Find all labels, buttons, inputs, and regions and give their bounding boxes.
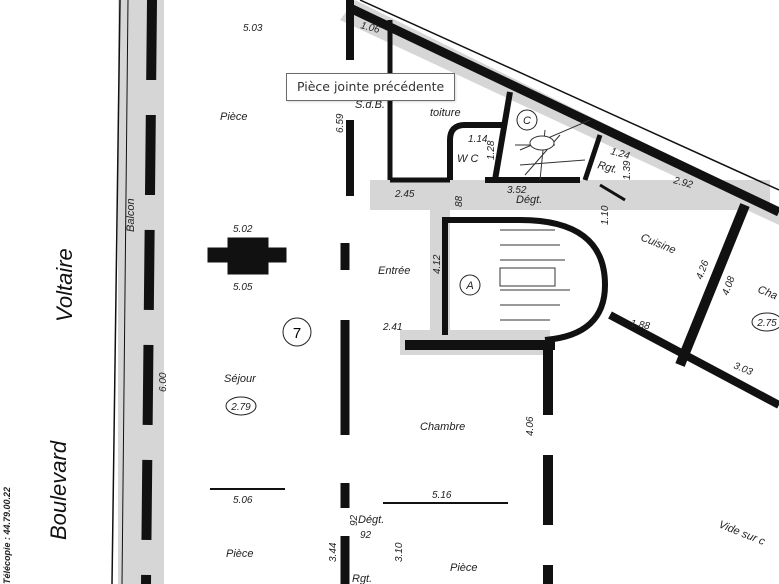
room-cuisine: Cuisine	[639, 232, 678, 257]
room-chambre-right: Cha	[756, 284, 779, 303]
balcon-label: Balcon	[125, 198, 137, 232]
dim: 2.92	[671, 175, 694, 191]
room-piece-bottom-mid: Pièce	[450, 562, 478, 574]
room-sejour: Séjour	[224, 373, 257, 385]
dim: 4.08	[720, 275, 737, 297]
room-rgt-top: Rgt.	[596, 159, 619, 176]
room-chambre: Chambre	[420, 421, 465, 433]
marker-a: A	[465, 280, 473, 292]
room-rgt-bottom: Rgt.	[352, 573, 372, 584]
dim: 4.26	[694, 259, 711, 281]
height-chambre-oval	[751, 312, 779, 332]
room-degt-bottom: Dégt.	[358, 514, 384, 526]
height-sejour-oval	[225, 396, 257, 416]
dim: 5.03	[243, 23, 263, 34]
dim: 1.14	[468, 134, 488, 145]
fax-number: Télécopie : 44.79.00.22	[2, 487, 12, 584]
dim: 1.39	[622, 160, 633, 180]
street-boulevard: Boulevard	[46, 440, 71, 540]
dim: 1.24	[609, 146, 631, 162]
height-sejour: 2.79	[230, 402, 251, 413]
room-wc: W C	[457, 153, 478, 165]
dim: 92	[349, 514, 360, 526]
tooltip-previous-attachment: Pièce jointe précédente	[286, 73, 456, 101]
dim: 5.06	[233, 495, 253, 506]
dim: 4.06	[525, 416, 536, 436]
room-degt-top: Dégt.	[516, 194, 542, 206]
dim: 1.28	[486, 140, 497, 160]
dim: 3.52	[507, 185, 527, 196]
dim: 2.41	[382, 322, 402, 333]
street-voltaire: Voltaire	[52, 248, 77, 322]
dim: 3.44	[328, 542, 339, 562]
marker-c: C	[523, 115, 531, 127]
room-vide: Vide sur c	[717, 519, 767, 549]
dim: 4.12	[432, 254, 443, 274]
stair-c	[515, 119, 591, 181]
dim: 5.16	[432, 490, 452, 501]
dim: 5.02	[233, 224, 253, 235]
dim: 88	[454, 195, 465, 207]
dim: 5.05	[233, 282, 253, 293]
marker-c-circle	[516, 109, 538, 131]
dim: 6.00	[158, 372, 169, 392]
marker-7: 7	[293, 325, 301, 342]
dim: 92	[360, 530, 372, 541]
dim: 3.10	[394, 542, 405, 562]
room-piece-bottom-left: Pièce	[226, 548, 254, 560]
marker-7-circle	[282, 317, 312, 347]
height-chambre: 2.75	[756, 318, 777, 329]
dim: 1.06	[359, 20, 381, 36]
dim: 3.03	[732, 361, 755, 379]
room-piece-top: Pièce	[220, 111, 248, 123]
dim: 1.88	[629, 318, 651, 332]
room-entree: Entrée	[378, 265, 410, 277]
dim: 6.59	[335, 113, 346, 133]
stair-a	[499, 229, 570, 321]
dim: 2.45	[394, 189, 415, 200]
dimensions: 5.03 1.06 6.59 1.14 1.28 1.24 1.39 2.92 …	[158, 20, 754, 562]
dim: 1.10	[600, 205, 611, 225]
room-sdb: S.d.B.	[355, 99, 385, 111]
room-toiture: toiture	[430, 107, 461, 119]
walls	[111, 0, 779, 584]
marker-a-circle	[459, 274, 481, 296]
